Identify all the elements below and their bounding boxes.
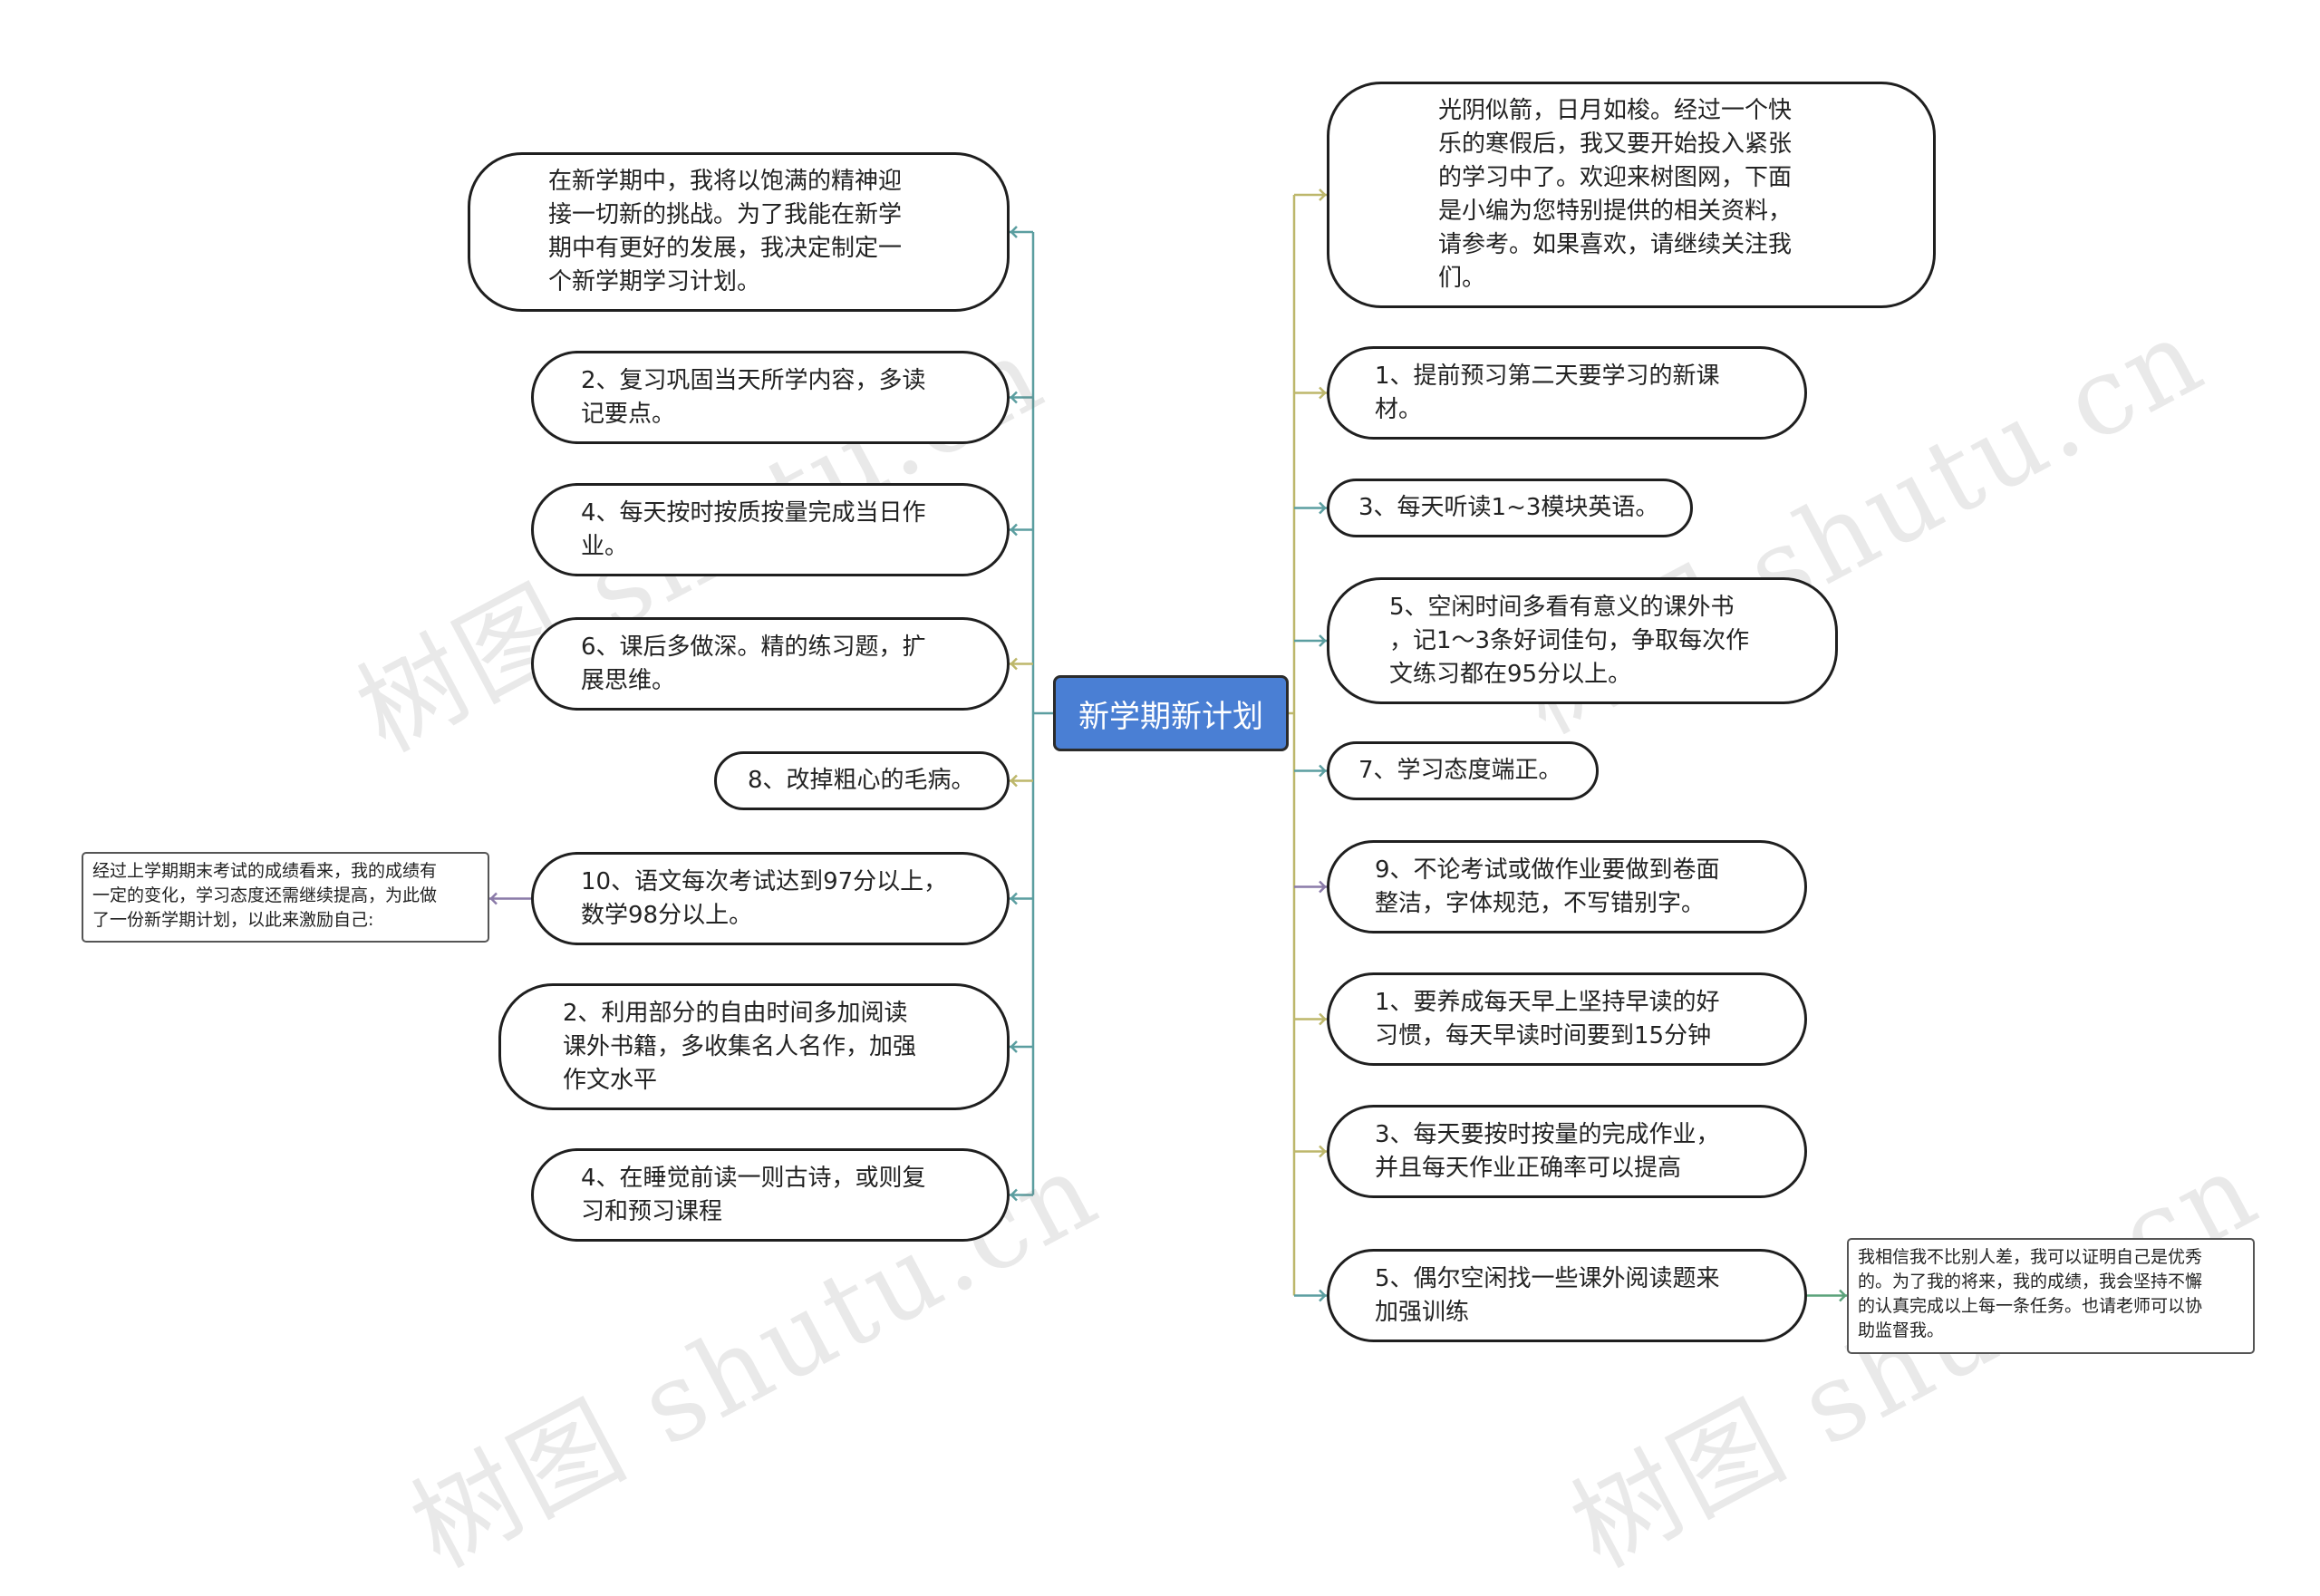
node-text: 4、在睡觉前读一则古诗，或则复 习和预习课程 (581, 1164, 926, 1225)
right-branch-node[interactable]: 7、学习态度端正。 (1327, 741, 1599, 800)
note-text: 我相信我不比别人差，我可以证明自己是优秀 的。为了我的将来，我的成绩，我会坚持不… (1858, 1247, 2203, 1340)
node-text: 7、学习态度端正。 (1358, 757, 1562, 784)
arrowhead (1319, 634, 1327, 647)
arrowhead (489, 892, 498, 905)
central-topic-label: 新学期新计划 (1078, 698, 1263, 735)
right-branch-node[interactable]: 1、要养成每天早上坚持早读的好 习惯，每天早读时间要到15分钟 (1327, 972, 1807, 1066)
arrowhead (1010, 657, 1018, 671)
right-branch-node[interactable]: 3、每天听读1~3模块英语。 (1327, 479, 1693, 537)
node-text: 在新学期中，我将以饱满的精神迎 接一切新的挑战。为了我能在新学 期中有更好的发展… (548, 168, 903, 295)
right-branch-node[interactable]: 5、空闲时间多看有意义的课外书 ，记1～3条好词佳句，争取每次作 文练习都在95… (1327, 577, 1838, 704)
node-text: 2、复习巩固当天所学内容，多读 记要点。 (581, 366, 926, 428)
node-text: 5、偶尔空闲找一些课外阅读题来 加强训练 (1375, 1264, 1720, 1326)
arrowhead (1010, 523, 1018, 537)
node-text: 6、课后多做深。精的练习题，扩 展思维。 (581, 633, 926, 694)
connector-lines (489, 189, 1847, 1302)
right-note-box[interactable]: 我相信我不比别人差，我可以证明自己是优秀 的。为了我的将来，我的成绩，我会坚持不… (1847, 1238, 2255, 1354)
node-text: 2、利用部分的自由时间多加阅读 课外书籍，多收集名人名作，加强 作文水平 (563, 999, 917, 1094)
note-text: 经过上学期期末考试的成绩看来，我的成绩有 一定的变化，学习态度还需继续提高，为此… (92, 861, 438, 930)
node-text: 8、改掉粗心的毛病。 (748, 767, 975, 794)
left-branch-node[interactable]: 4、每天按时按质按量完成当日作 业。 (531, 483, 1010, 576)
left-branch-node[interactable]: 6、课后多做深。精的练习题，扩 展思维。 (531, 617, 1010, 711)
arrowhead (1010, 1188, 1018, 1202)
arrowhead (1010, 892, 1018, 905)
left-branch-node[interactable]: 8、改掉粗心的毛病。 (714, 751, 1010, 810)
left-branch-node[interactable]: 10、语文每次考试达到97分以上， 数学98分以上。 (531, 852, 1010, 945)
left-branch-node[interactable]: 4、在睡觉前读一则古诗，或则复 习和预习课程 (531, 1148, 1010, 1242)
arrowhead (1319, 386, 1327, 400)
left-branch-node[interactable]: 在新学期中，我将以饱满的精神迎 接一切新的挑战。为了我能在新学 期中有更好的发展… (468, 152, 1010, 312)
arrowhead (1319, 880, 1327, 894)
arrowhead (1839, 1289, 1847, 1302)
arrowhead (1010, 226, 1018, 238)
arrowhead (1319, 1289, 1327, 1302)
arrowhead (1319, 189, 1327, 201)
node-text: 5、空闲时间多看有意义的课外书 ，记1～3条好词佳句，争取每次作 文练习都在95… (1389, 593, 1750, 688)
node-text: 9、不论考试或做作业要做到卷面 整洁，字体规范，不写错别字。 (1375, 856, 1720, 917)
right-branch-node[interactable]: 1、提前预习第二天要学习的新课 材。 (1327, 346, 1807, 440)
node-text: 3、每天听读1~3模块英语。 (1358, 494, 1659, 521)
node-text: 1、提前预习第二天要学习的新课 材。 (1375, 362, 1720, 423)
right-branch-node[interactable]: 3、每天要按时按量的完成作业， 并且每天作业正确率可以提高 (1327, 1105, 1807, 1198)
right-branch-node[interactable]: 5、偶尔空闲找一些课外阅读题来 加强训练 (1327, 1249, 1807, 1342)
left-note-box[interactable]: 经过上学期期末考试的成绩看来，我的成绩有 一定的变化，学习态度还需继续提高，为此… (82, 852, 489, 943)
right-branch-node[interactable]: 光阴似箭，日月如梭。经过一个快 乐的寒假后，我又要开始投入紧张 的学习中了。欢迎… (1327, 82, 1936, 308)
arrowhead (1319, 1012, 1327, 1026)
arrowhead (1319, 501, 1327, 515)
left-branch-node[interactable]: 2、利用部分的自由时间多加阅读 课外书籍，多收集名人名作，加强 作文水平 (498, 983, 1010, 1110)
right-branch-node[interactable]: 9、不论考试或做作业要做到卷面 整洁，字体规范，不写错别字。 (1327, 840, 1807, 933)
arrowhead (1010, 1040, 1018, 1053)
node-text: 3、每天要按时按量的完成作业， 并且每天作业正确率可以提高 (1375, 1120, 1720, 1182)
arrowhead (1319, 1145, 1327, 1158)
node-text: 4、每天按时按质按量完成当日作 业。 (581, 498, 926, 560)
central-topic[interactable]: 新学期新计划 (1053, 675, 1289, 751)
arrowhead (1319, 764, 1327, 778)
arrowhead (1010, 391, 1018, 404)
arrowhead (1010, 774, 1018, 788)
node-text: 光阴似箭，日月如梭。经过一个快 乐的寒假后，我又要开始投入紧张 的学习中了。欢迎… (1438, 97, 1793, 292)
node-text: 1、要养成每天早上坚持早读的好 习惯，每天早读时间要到15分钟 (1375, 988, 1720, 1049)
left-branch-node[interactable]: 2、复习巩固当天所学内容，多读 记要点。 (531, 351, 1010, 444)
node-text: 10、语文每次考试达到97分以上， 数学98分以上。 (581, 867, 948, 929)
mind-map: 树图 shutu.cn 树图 shutu.cn 树图 shutu.cn 树图 s… (82, 82, 2277, 1591)
